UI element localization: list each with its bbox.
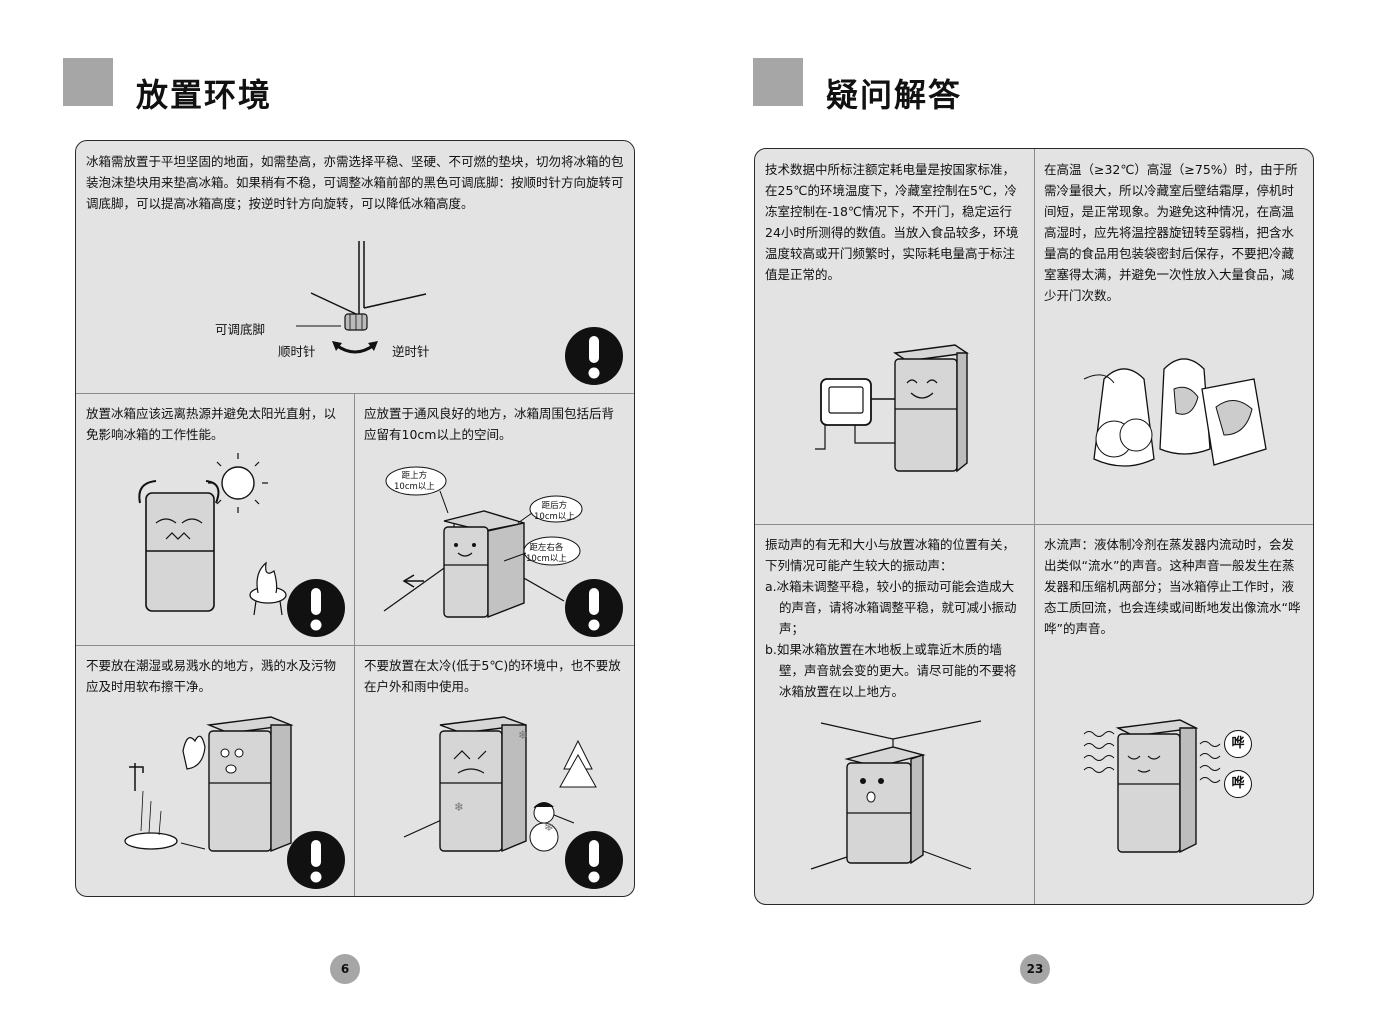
warning-icon (565, 327, 623, 385)
fridge-water-splash-illustration (124, 716, 294, 853)
divider (1034, 149, 1035, 904)
faq-text: 技术数据中所标注额定耗电量是按国家标准，在25℃的环境温度下，冷藏室控制在5℃，… (765, 162, 1019, 282)
faq-text: 在高温（≥32℃）高湿（≥75%）时，由于所需冷量很大，所以冷藏室后壁结霜厚，停… (1044, 162, 1298, 303)
section-adjustable-foot: 冰箱需放置于平坦坚固的地面，如需垫高，亦需选择平稳、坚硬、不可燃的垫块，切勿将冰… (76, 141, 634, 393)
fridge-with-meter-illustration (815, 344, 969, 473)
title-marker-block (753, 58, 803, 106)
placement-panel: 冰箱需放置于平坦坚固的地面，如需垫高，亦需选择平稳、坚硬、不可燃的垫块，切勿将冰… (75, 140, 635, 897)
section-humidity: 不要放在潮湿或易溅水的地方，溅的水及污物应及时用软布擦干净。 (76, 645, 354, 896)
svg-text:❄: ❄ (544, 820, 554, 834)
svg-text:❄: ❄ (454, 800, 464, 814)
divider (76, 645, 634, 646)
label-counter-clockwise: 逆时针 (392, 344, 430, 359)
faq-panel: 技术数据中所标注额定耗电量是按国家标准，在25℃的环境温度下，冷藏室控制在5℃，… (754, 148, 1314, 905)
divider (76, 393, 634, 394)
fridge-in-corner-illustration (810, 720, 982, 870)
title-marker-block (63, 58, 113, 106)
section-text: 冰箱需放置于平坦坚固的地面，如需垫高，亦需选择平稳、坚硬、不可燃的垫块，切勿将冰… (86, 154, 624, 211)
faq-text: 振动声的有无和大小与放置冰箱的位置有关，下列情况可能产生较大的振动声： a.冰箱… (765, 534, 1024, 702)
section-text: 放置冰箱应该远离热源并避免太阳光直射，以免影响冰箱的工作性能。 (86, 406, 337, 442)
left-page: 放置环境 冰箱需放置于平坦坚固的地面，如需垫高，亦需选择平稳、坚硬、不可燃的垫块… (0, 0, 690, 1021)
page-number: 23 (1020, 954, 1050, 984)
sound-text: 哗 (1231, 776, 1245, 791)
warning-icon (565, 831, 623, 889)
page-title: 疑问解答 (826, 76, 963, 114)
svg-text:❄: ❄ (518, 728, 528, 742)
label-top-clearance-text: 距上方 10cm以上 (394, 471, 435, 492)
label-top-clearance: 距上方 10cm以上 (394, 471, 435, 493)
rotation-arrows-icon (332, 341, 378, 354)
fridge-clearance-illustration (383, 466, 583, 619)
sound-bubble-2: 哗 (1224, 770, 1252, 798)
right-page: 疑问解答 技术数据中所标注额定耗电量是按国家标准，在25℃的环境温度下，冷藏室控… (690, 0, 1381, 1021)
label-clockwise: 顺时针 (278, 344, 316, 359)
label-back-clearance: 距后方 10cm以上 (534, 501, 575, 523)
page-number: 6 (330, 954, 360, 984)
fridge-flowing-sound-illustration (1083, 719, 1221, 854)
section-ventilation: 应放置于通风良好的地方，冰箱周围包括后背应留有10cm以上的空间。 (354, 393, 634, 645)
food-bags-illustration (1083, 358, 1267, 467)
label-side-clearance: 距左右各 10cm以上 (526, 543, 567, 565)
section-cold-environment: 不要放置在太冷(低于5℃)的环境中，也不要放在户外和雨中使用。 ❄ ❄ ❄ (354, 645, 634, 896)
faq-frost-buildup: 在高温（≥32℃）高湿（≥75%）时，由于所需冷量很大，所以冷藏室后壁结霜厚，停… (1034, 149, 1313, 524)
warning-icon (287, 831, 345, 889)
fridge-cold-environment-illustration: ❄ ❄ ❄ (403, 716, 597, 853)
warning-icon (287, 579, 345, 637)
faq-power-consumption: 技术数据中所标注额定耗电量是按国家标准，在25℃的环境温度下，冷藏室控制在5℃，… (755, 149, 1034, 524)
divider (354, 393, 355, 896)
section-text: 应放置于通风良好的地方，冰箱周围包括后背应留有10cm以上的空间。 (364, 406, 615, 442)
adjustable-foot-illustration (296, 241, 427, 331)
faq-water-flow-noise: 水流声：液体制冷剂在蒸发器内流动时，会发出类似“流水”的声音。这种声音一般发生在… (1034, 524, 1313, 904)
section-text: 不要放在潮湿或易溅水的地方，溅的水及污物应及时用软布擦干净。 (86, 658, 337, 694)
label-adjustable-foot: 可调底脚 (215, 322, 266, 337)
faq-item-a: a.冰箱未调整平稳，较小的振动可能会造成大的声音，请将冰箱调整平稳，就可减小振动… (765, 579, 1017, 636)
section-text: 不要放置在太冷(低于5℃)的环境中，也不要放在户外和雨中使用。 (364, 658, 621, 694)
section-heat-source: 放置冰箱应该远离热源并避免太阳光直射，以免影响冰箱的工作性能。 (76, 393, 354, 645)
warning-icon (565, 579, 623, 637)
sound-text: 哗 (1231, 736, 1245, 751)
faq-item-b: b.如果冰箱放置在木地板上或靠近木质的墙壁，声音就会变的更大。请尽可能的不要将冰… (765, 642, 1017, 699)
faq-vibration-noise: 振动声的有无和大小与放置冰箱的位置有关，下列情况可能产生较大的振动声： a.冰箱… (755, 524, 1034, 904)
page-title: 放置环境 (136, 76, 273, 114)
label-side-clearance-text: 距左右各 10cm以上 (526, 543, 567, 564)
sound-bubble-1: 哗 (1224, 730, 1252, 758)
label-back-clearance-text: 距后方 10cm以上 (534, 501, 575, 522)
faq-intro: 振动声的有无和大小与放置冰箱的位置有关，下列情况可能产生较大的振动声： (765, 537, 1016, 573)
faq-text: 水流声：液体制冷剂在蒸发器内流动时，会发出类似“流水”的声音。这种声音一般发生在… (1044, 537, 1301, 636)
fridge-near-heat-illustration (138, 453, 287, 616)
